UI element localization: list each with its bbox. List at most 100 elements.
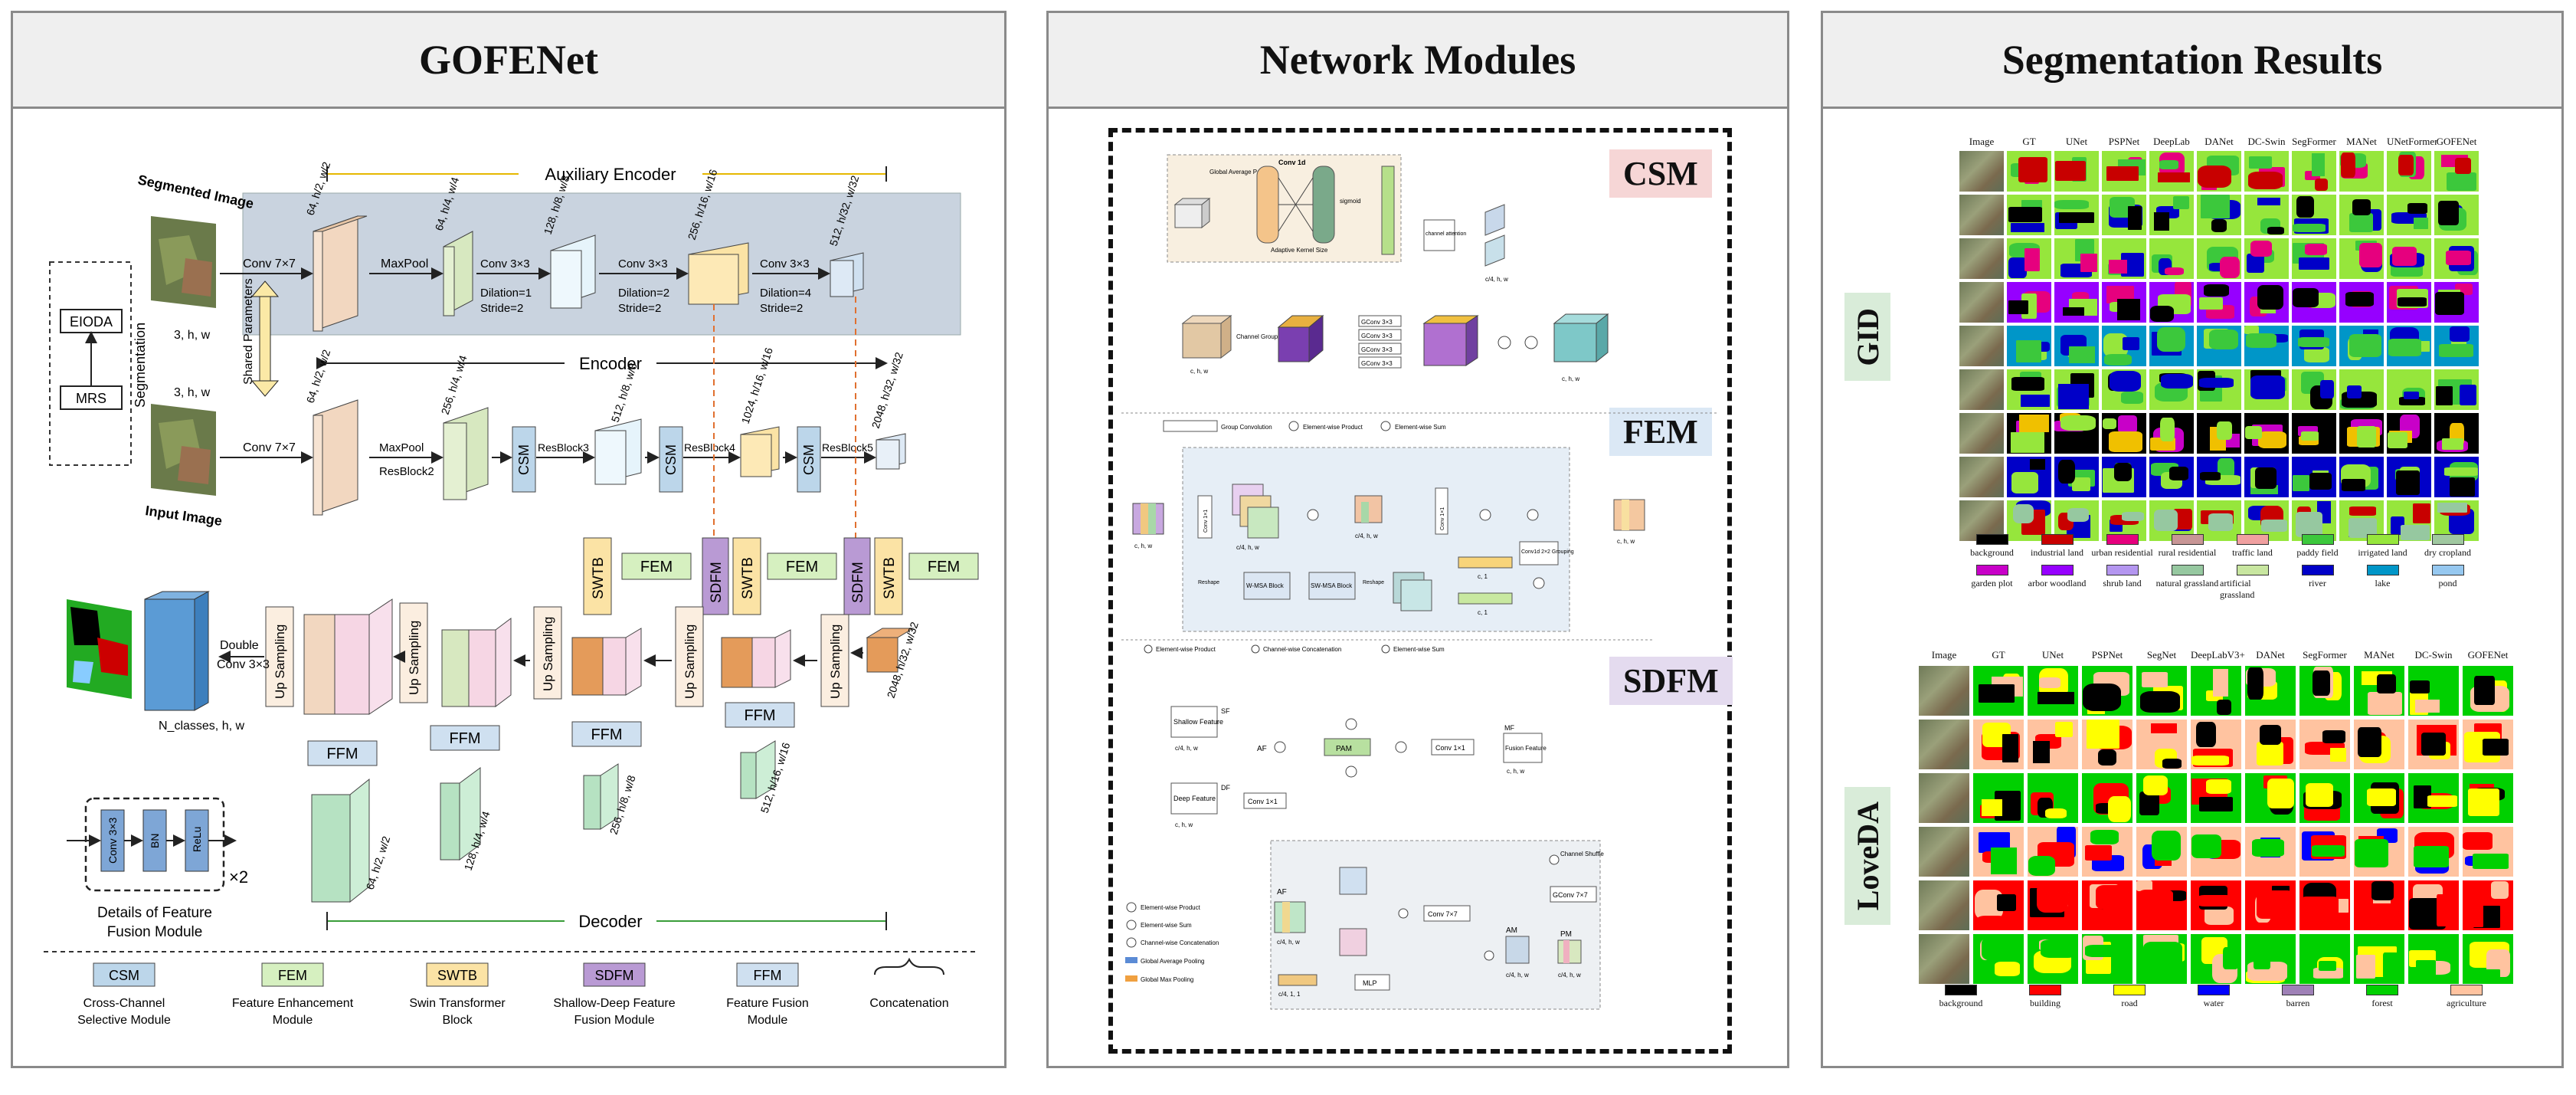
csm-adaptive: Adaptive Kernel Size — [1271, 247, 1328, 254]
loveda-result-cell — [2354, 827, 2404, 877]
sdfm-legend-product: Element-wise Product — [1141, 904, 1201, 911]
gid-result-cell — [2292, 151, 2336, 192]
sdfm-legend-concat: Channel-wise Concatenation — [1141, 939, 1219, 946]
gid-legend-label: irrigated land — [2358, 547, 2407, 558]
gid-legend-label: background — [1970, 547, 2014, 558]
loveda-result-cell — [2191, 720, 2241, 769]
sdfm-gconv7x7 — [1550, 886, 1597, 903]
maxpool-aux: MaxPool — [381, 257, 428, 270]
resblock3-label: ResBlock3 — [538, 441, 589, 454]
gid-legend-swatch — [1975, 534, 2008, 545]
aux-cube-3 — [550, 234, 596, 309]
enc-dim-1: 64, h/2, w/2 — [304, 348, 333, 405]
loveda-legend-label: background — [1939, 998, 1983, 1008]
loveda-legend-swatch — [2029, 985, 2061, 995]
swtb-label-1: SWTB — [591, 557, 607, 599]
gid-legend-swatch — [2041, 565, 2074, 575]
loveda-result-cell — [1973, 773, 2024, 823]
csm-label-1: CSM — [516, 444, 532, 475]
aux-encoder-label: Auxiliary Encoder — [545, 165, 676, 184]
csm-gconv-1: GConv 3×3 — [1361, 319, 1393, 326]
csm-chw-out: c, h, w — [1562, 375, 1579, 382]
gid-result-cell — [2339, 282, 2384, 323]
gid-result-cell — [1959, 326, 2004, 366]
sdfm-pool-cubes — [1339, 867, 1367, 956]
gid-result-cell — [2387, 282, 2431, 323]
sdfm-block-1 — [702, 537, 729, 615]
loveda-result-cell — [2082, 880, 2132, 930]
upsampling-5 — [820, 614, 849, 707]
gid-legend-item: lake — [2350, 565, 2415, 589]
loveda-col-header: PSPNet — [2091, 649, 2123, 661]
csm-block-2 — [659, 426, 683, 493]
legend-ffm-desc1: Feature Fusion — [726, 997, 809, 1010]
gid-result-cell — [2387, 326, 2431, 366]
gid-result-cell — [2434, 369, 2479, 410]
loveda-col-header: SegFormer — [2303, 649, 2347, 661]
fem-c4hw-2: c/4, h, w — [1355, 533, 1378, 539]
loveda-result-cell — [1919, 720, 1969, 769]
gid-col-header: MANet — [2346, 136, 2377, 147]
sdfm-legend-gmp: Global Max Pooling — [1141, 976, 1193, 983]
loveda-col-header: DANet — [2256, 649, 2285, 661]
loveda-result-cell — [2354, 880, 2404, 930]
loveda-legend-item: building — [2003, 985, 2087, 1009]
swtb-block-2 — [732, 537, 761, 615]
fused-cube-2 — [440, 767, 481, 861]
gid-tag: GID — [1844, 293, 1890, 381]
upsampling-label-2: Up Sampling — [407, 621, 421, 695]
gid-col-header: GT — [2022, 136, 2036, 147]
csm-sigmoid: sigmoid — [1340, 198, 1361, 205]
legend-sdfm-abbr: SDFM — [595, 968, 634, 983]
loveda-legend-item: water — [2172, 985, 2256, 1009]
csm-merged-cubes — [1422, 315, 1479, 366]
fem-legend-concat: Channel-wise Concatenation — [1263, 646, 1341, 653]
gid-result-cell — [1959, 413, 2004, 454]
shared-params-label: Shared Parameters — [242, 278, 255, 385]
gid-legend-item: river — [2285, 565, 2350, 589]
fem-wmsa — [1243, 572, 1291, 600]
aux-cube-4 — [688, 242, 749, 305]
sdfm-legend-sum: Element-wise Sum — [1141, 922, 1192, 929]
dec-cube-3 — [571, 628, 642, 696]
loveda-col-header: SegNet — [2146, 649, 2177, 661]
gid-legend-item: pond — [2415, 565, 2480, 589]
sdfm-conv7x7 — [1423, 905, 1471, 922]
legend-swtb-desc2: Block — [442, 1014, 473, 1027]
gid-legend-item: dry cropland — [2415, 534, 2480, 559]
csm-channel-grouping: Channel Grouping — [1236, 333, 1286, 340]
segmentation-label: Segmentation — [133, 323, 148, 408]
resblock2-label: ResBlock2 — [379, 465, 434, 478]
loveda-col-header: DeepLabV3+ — [2191, 649, 2245, 661]
loveda-result-cell — [2028, 720, 2078, 769]
gid-result-cell — [1959, 238, 2004, 279]
csm-gconv-2: GConv 3×3 — [1361, 333, 1393, 339]
shape-in-input: 3, h, w — [174, 386, 211, 399]
gid-legend-label: paddy field — [2296, 547, 2339, 558]
gid-col-header: Image — [1969, 136, 1995, 147]
loveda-result-cell — [2028, 880, 2078, 930]
fem-block-1 — [621, 552, 692, 580]
gid-legend-label: artificial grassland — [2220, 578, 2255, 600]
enc-cube-2 — [443, 407, 489, 500]
gid-result-cell — [2339, 457, 2384, 497]
sdfm-c4hw-1: c/4, h, w — [1175, 745, 1198, 752]
loveda-result-cell — [2245, 666, 2296, 716]
gid-result-cell — [2244, 151, 2289, 192]
ffm-detail-box — [84, 797, 225, 892]
swtb-label-3: SWTB — [882, 557, 898, 599]
gid-legend-swatch — [2366, 534, 2399, 545]
loveda-result-cell — [2245, 880, 2296, 930]
sdfm-conv1x1-deep-label: Conv 1×1 — [1248, 798, 1278, 805]
gid-result-cell — [2339, 326, 2384, 366]
csm-chw-in: c, h, w — [1190, 368, 1208, 375]
loveda-results-grid — [1919, 666, 2513, 984]
enc-dim-5: 2048, h/32, w/32 — [869, 350, 905, 430]
enc-dim-4: 1024, h/16, w/16 — [739, 346, 775, 425]
sdfm-mlp-label: MLP — [1363, 979, 1377, 987]
gid-result-cell — [1959, 457, 2004, 497]
loveda-tag: LoveDA — [1844, 787, 1890, 925]
loveda-result-cell — [2408, 773, 2459, 823]
